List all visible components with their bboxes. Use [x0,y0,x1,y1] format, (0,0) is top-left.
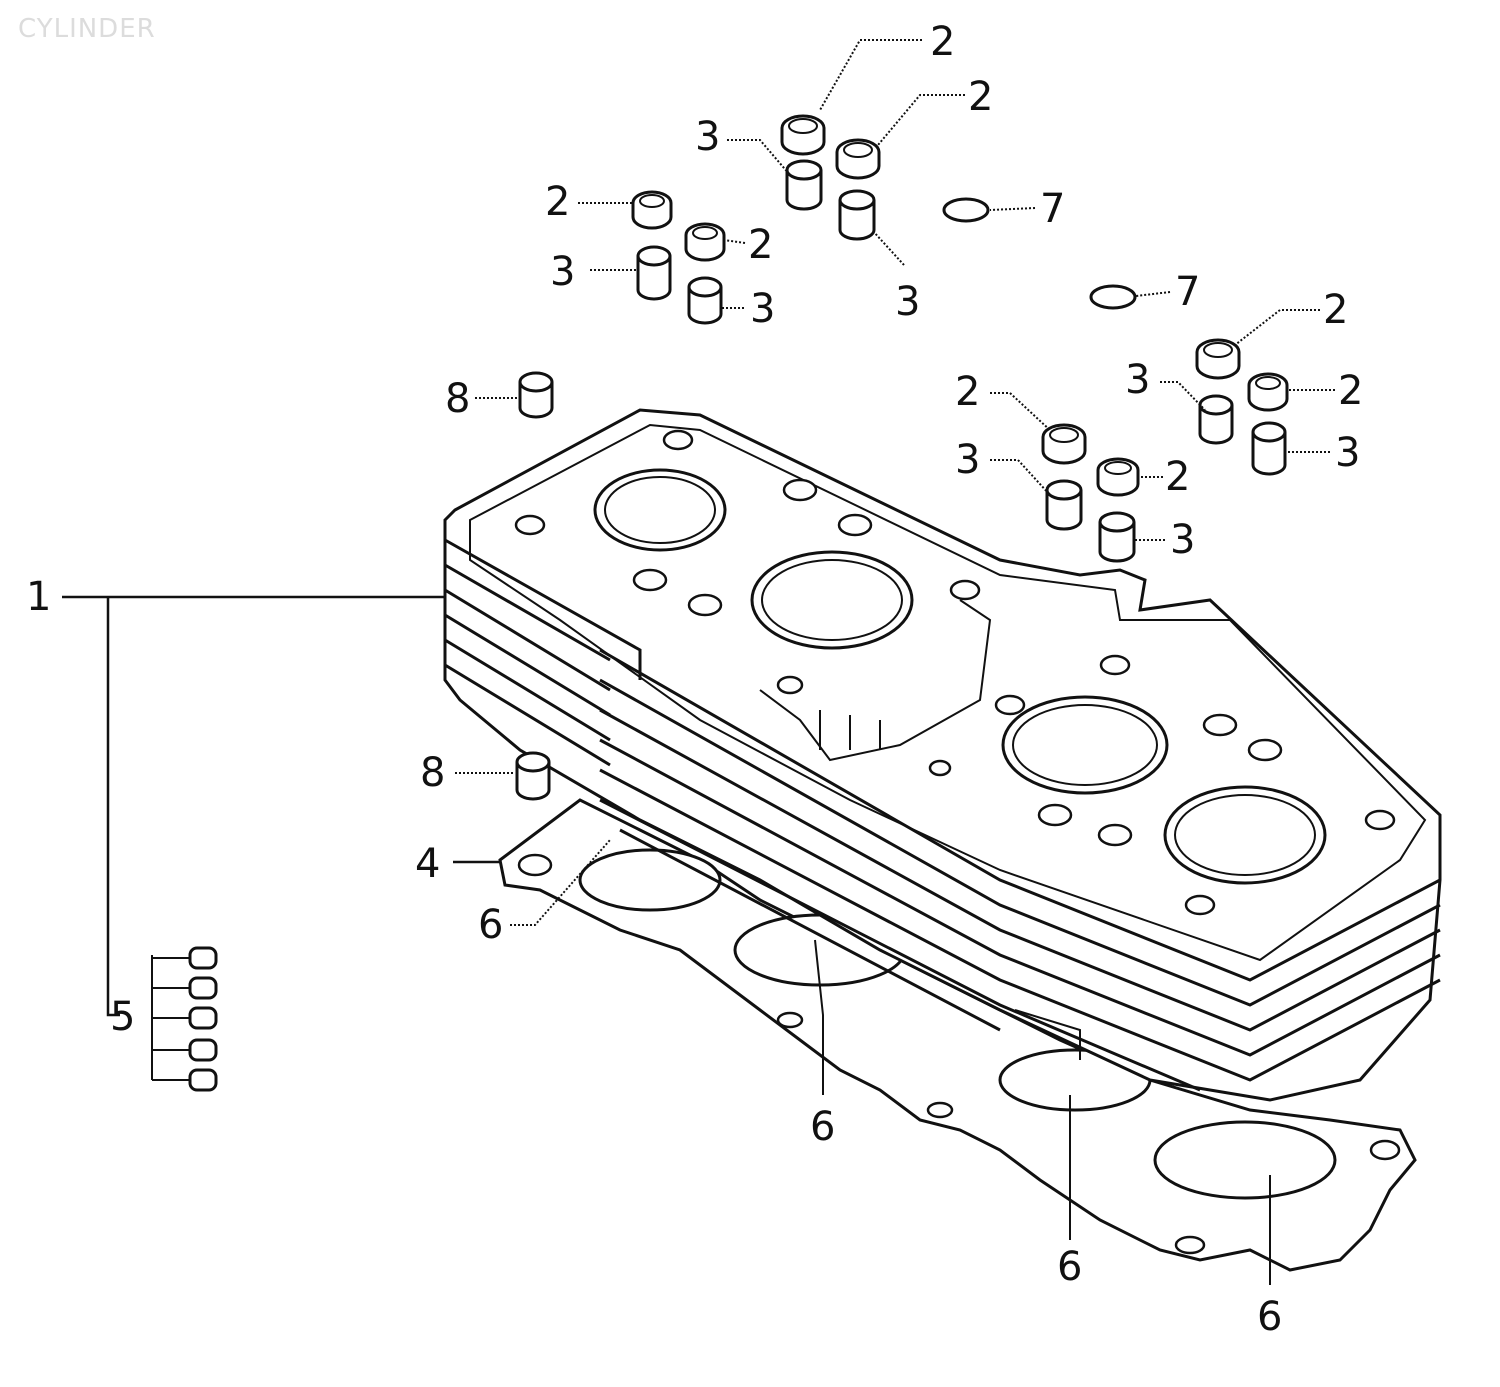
callout-2: 2 [1338,368,1363,414]
dowel-3-d [687,276,723,325]
seal-2-c [631,190,673,230]
callout-2: 2 [1165,454,1190,500]
seal-2-b [835,138,881,180]
callout-7: 7 [1175,269,1200,315]
diagram-title: CYLINDER [18,14,156,44]
dowel-3-b [838,189,876,241]
seal-2-a [780,114,826,156]
part-5-set [151,946,218,1092]
leader-lines [62,39,1335,1285]
callout-3: 3 [695,114,720,160]
callout-2: 2 [545,179,570,225]
small-parts [151,114,1289,1092]
callout-3: 3 [1335,430,1360,476]
seal-2-h [1096,457,1140,497]
seal-2-d [684,222,726,262]
callout-1: 1 [26,574,51,620]
callout-7: 7 [1040,186,1065,232]
o-ring-7-b [1089,284,1137,310]
callout-labels: 1 2 2 2 2 2 2 2 2 3 3 3 3 3 3 3 3 4 5 6 … [26,19,1363,1340]
callout-6: 6 [478,902,503,948]
dowel-pin-8-b [515,751,551,801]
callout-8: 8 [420,750,445,796]
callout-2: 2 [748,222,773,268]
callout-2: 2 [955,369,980,415]
callout-6: 6 [1257,1294,1282,1340]
callout-2: 2 [968,74,993,120]
o-ring-7-a [942,197,990,223]
seal-2-f [1247,372,1289,412]
callout-8: 8 [445,376,470,422]
dowel-3-a [785,159,823,211]
dowel-3-c [636,245,672,301]
callout-3: 3 [1125,357,1150,403]
callout-2: 2 [1323,287,1348,333]
callout-3: 3 [550,249,575,295]
callout-6: 6 [810,1104,835,1150]
dowel-3-h [1098,511,1136,563]
dowel-3-f [1251,421,1287,476]
dowel-3-g [1045,479,1083,531]
seal-2-e [1195,338,1241,380]
seal-2-g [1041,423,1087,465]
dowel-3-e [1198,394,1234,445]
callout-5: 5 [110,994,135,1040]
callout-4: 4 [415,841,440,887]
callout-3: 3 [895,279,920,325]
callout-3: 3 [750,286,775,332]
callout-2: 2 [930,19,955,65]
callout-3: 3 [1170,517,1195,563]
callout-3: 3 [955,437,980,483]
cylinder-block [443,408,1442,1272]
callout-6: 6 [1057,1244,1082,1290]
dowel-pin-8-a [518,371,554,419]
